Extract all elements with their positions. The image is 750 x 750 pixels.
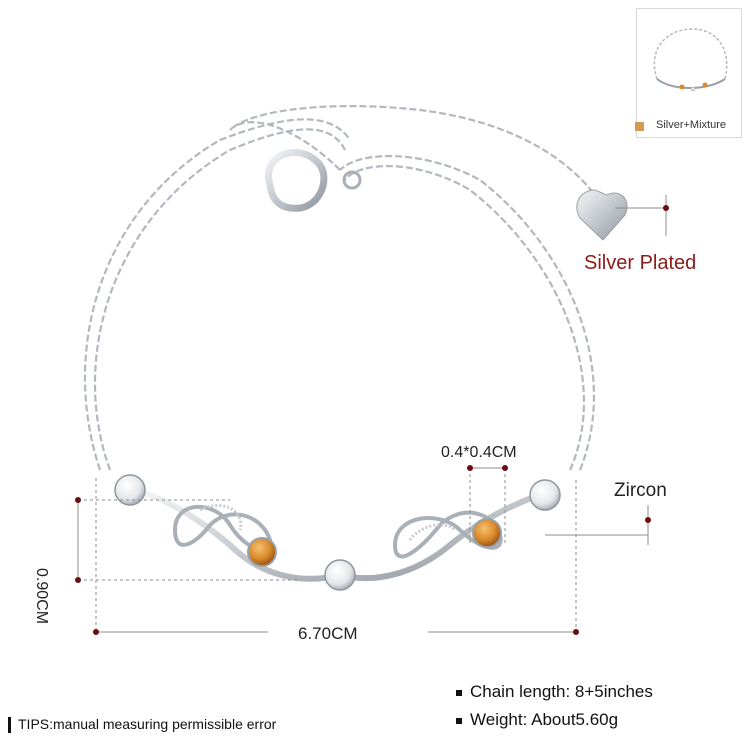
lobster-clasp — [264, 148, 362, 212]
gem-clear-left — [114, 474, 146, 506]
dimension-markers — [75, 205, 669, 635]
height-label: 0.90CM — [33, 568, 50, 625]
tips-marker — [8, 717, 11, 733]
gem-orange-right — [472, 518, 502, 548]
length-label: 6.70CM — [298, 624, 358, 643]
variant-label: Silver+Mixture — [656, 119, 726, 131]
plating-label: Silver Plated — [584, 252, 697, 274]
stone-size-label: 0.4*0.4CM — [441, 444, 517, 461]
spec-bullet — [456, 690, 462, 696]
gem-clear-right — [529, 479, 561, 511]
dimension-lines — [77, 195, 667, 634]
spec-weight: Weight: About5.60g — [470, 710, 619, 729]
thumbnail-bracelet-image — [653, 28, 728, 92]
gem-orange-left — [247, 537, 277, 567]
spec-bullet — [456, 718, 462, 724]
tips-text: TIPS:manual measuring permissible error — [18, 716, 277, 732]
gem-clear-center — [324, 559, 356, 591]
variant-thumbnail[interactable] — [636, 8, 742, 138]
stone-label: Zircon — [614, 480, 667, 501]
variant-color-swatch — [635, 122, 644, 131]
heart-charm — [576, 189, 628, 241]
spec-chain-length: Chain length: 8+5inches — [470, 682, 653, 701]
chain — [83, 104, 596, 471]
